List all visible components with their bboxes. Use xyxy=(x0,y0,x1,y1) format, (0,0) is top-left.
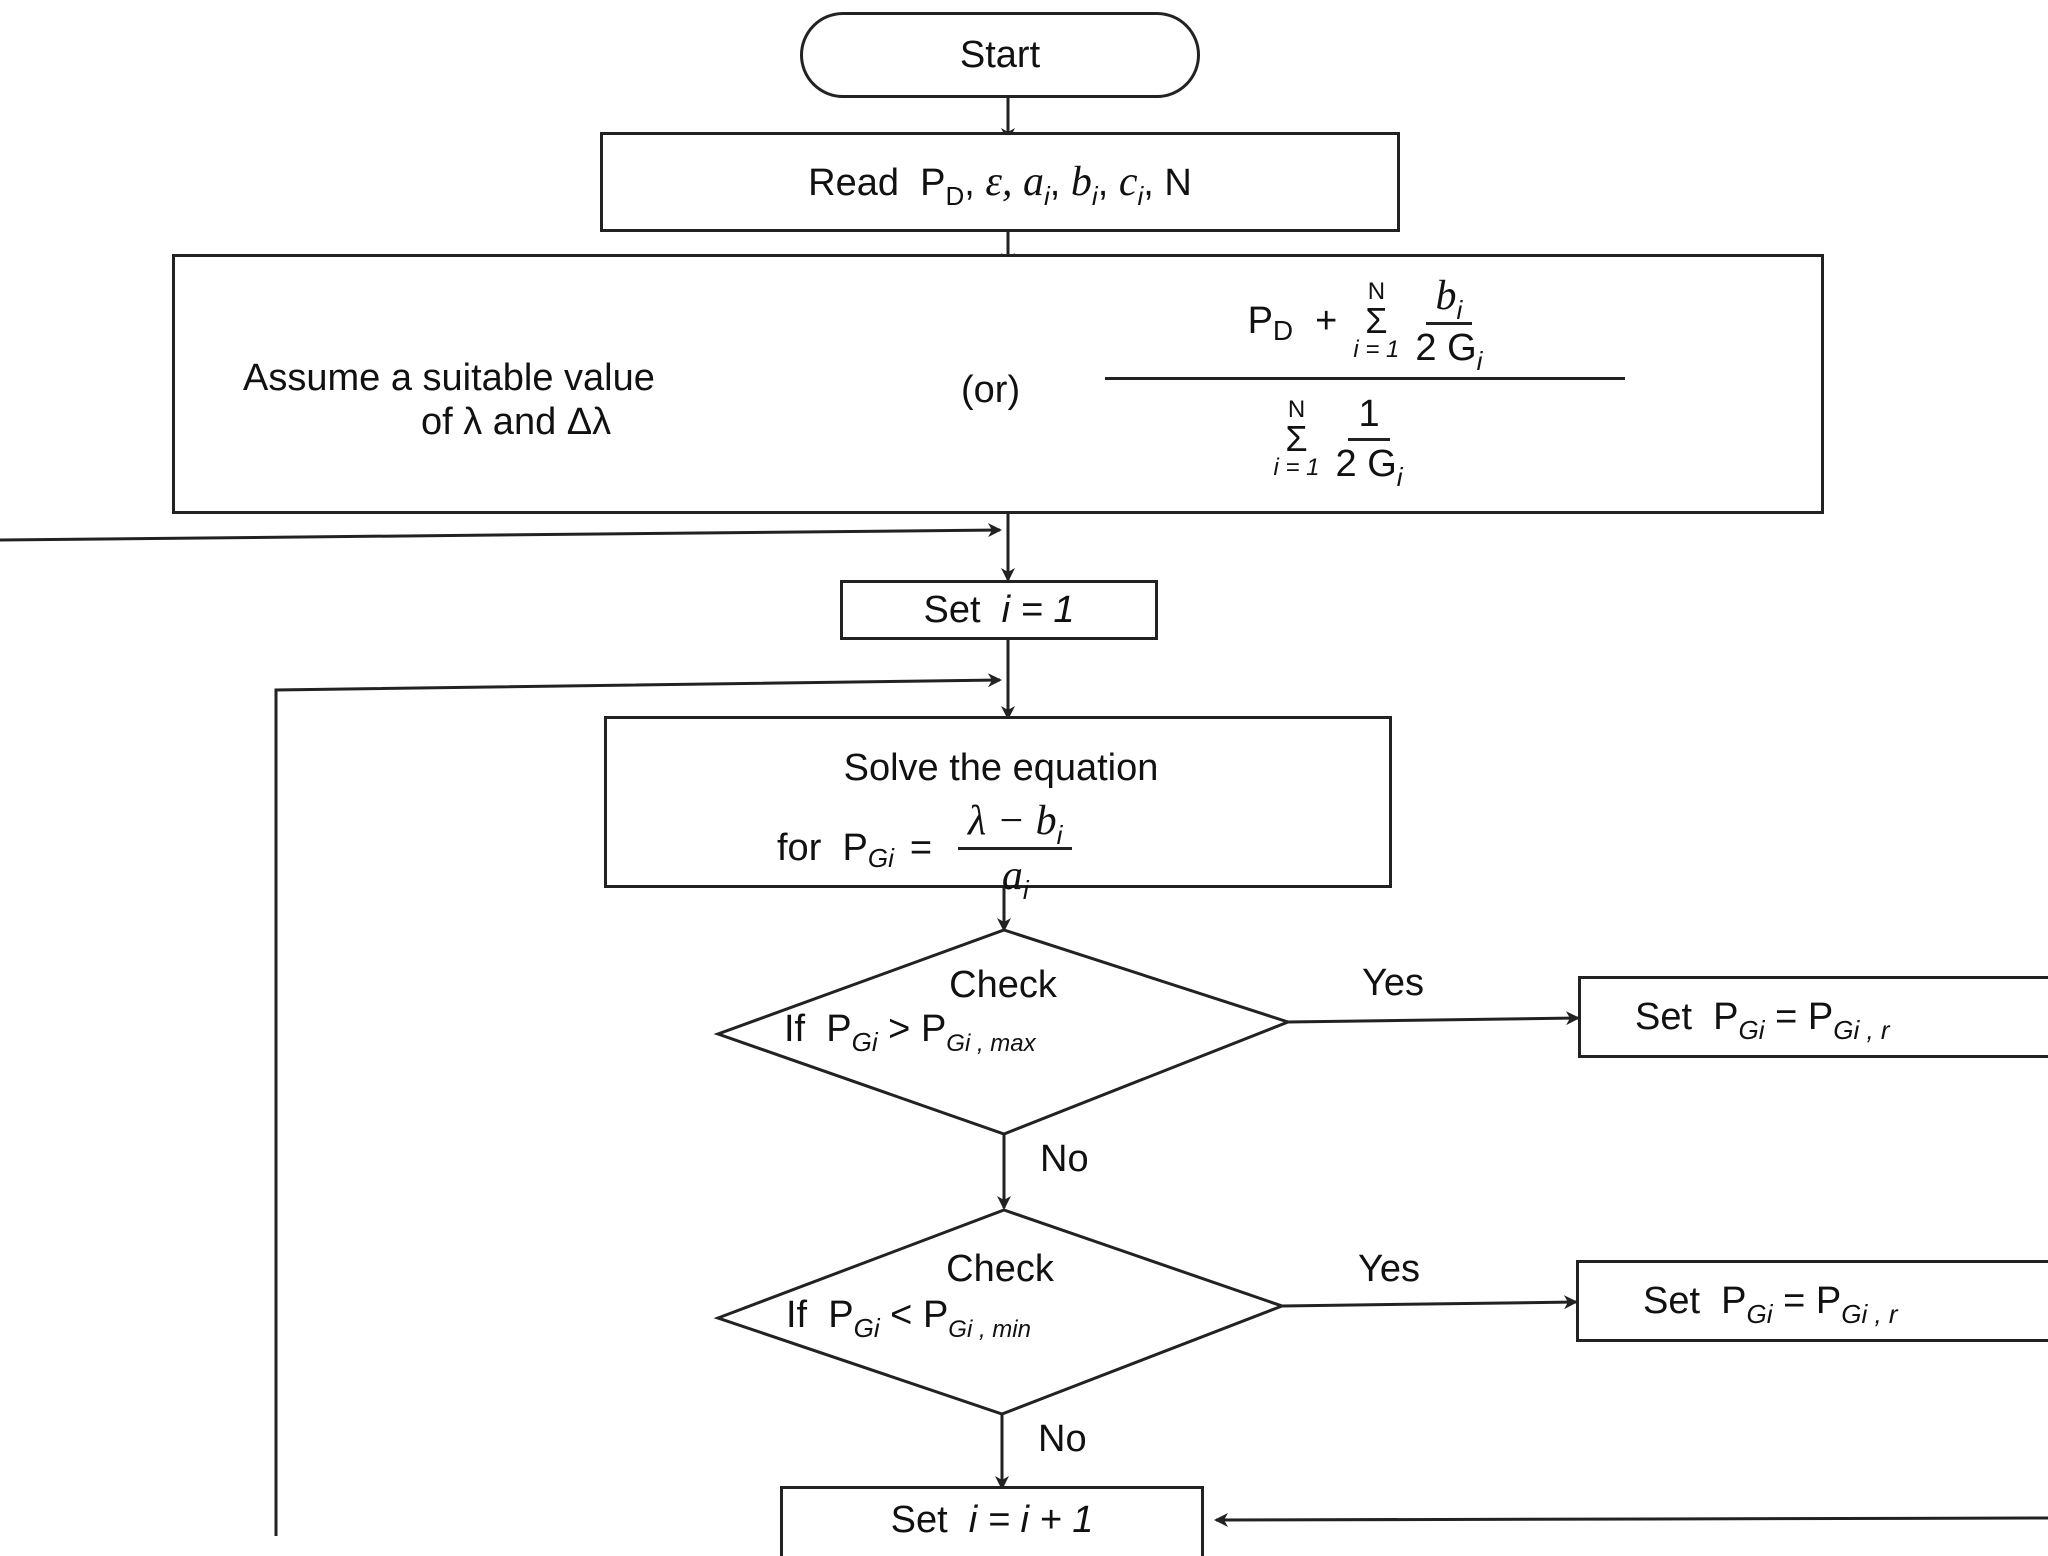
decision-min-shape xyxy=(713,1208,1287,1416)
outer-loop-line xyxy=(0,523,1002,542)
formula-main-bar xyxy=(1105,377,1625,380)
inner-loop-line xyxy=(274,673,1002,1536)
no-label-min: No xyxy=(1038,1418,1087,1460)
assume-or: (or) xyxy=(961,369,1021,411)
decision-max-shape xyxy=(713,928,1293,1136)
set-min-text: Set PGi = PGi , r xyxy=(1643,1279,1898,1329)
arrow-checkmin-setmin xyxy=(1281,1295,1578,1310)
return-to-setnext xyxy=(1214,1512,2048,1527)
check-min-condition: If PGi < PGi , min xyxy=(786,1294,1031,1343)
read-text: Read PD, ε, ai, bi, ci, N xyxy=(808,159,1192,211)
start-terminal: Start xyxy=(800,12,1200,98)
check-max-line1: Check xyxy=(949,964,1057,1006)
set-i-box: Set i = 1 xyxy=(840,580,1158,640)
set-max-text: Set PGi = PGi , r xyxy=(1635,995,1890,1045)
set-next-text: Set i = i + 1 xyxy=(890,1499,1094,1541)
assume-line1: Assume a suitable value xyxy=(243,357,655,399)
check-max-condition: If PGi > PGi , max xyxy=(784,1008,1036,1057)
read-box: Read PD, ε, ai, bi, ci, N xyxy=(600,132,1400,232)
solve-line1: Solve the equation xyxy=(843,747,1159,789)
assume-box: Assume a suitable value of λ and Δλ (or)… xyxy=(172,254,1824,514)
arrow-checkmax-setmax xyxy=(1287,1011,1580,1026)
set-i-text: Set i = 1 xyxy=(923,588,1075,631)
yes-label-max: Yes xyxy=(1362,962,1424,1004)
start-label: Start xyxy=(959,33,1041,76)
yes-label-min: Yes xyxy=(1358,1248,1420,1290)
assume-line2: of λ and Δλ xyxy=(421,401,612,443)
no-label-max: No xyxy=(1040,1138,1089,1180)
set-next-box: Set i = i + 1 xyxy=(780,1486,1204,1556)
set-max-box: Set PGi = PGi , r xyxy=(1578,976,2048,1058)
check-min-line1: Check xyxy=(946,1248,1054,1290)
set-min-box: Set PGi = PGi , r xyxy=(1576,1260,2048,1342)
